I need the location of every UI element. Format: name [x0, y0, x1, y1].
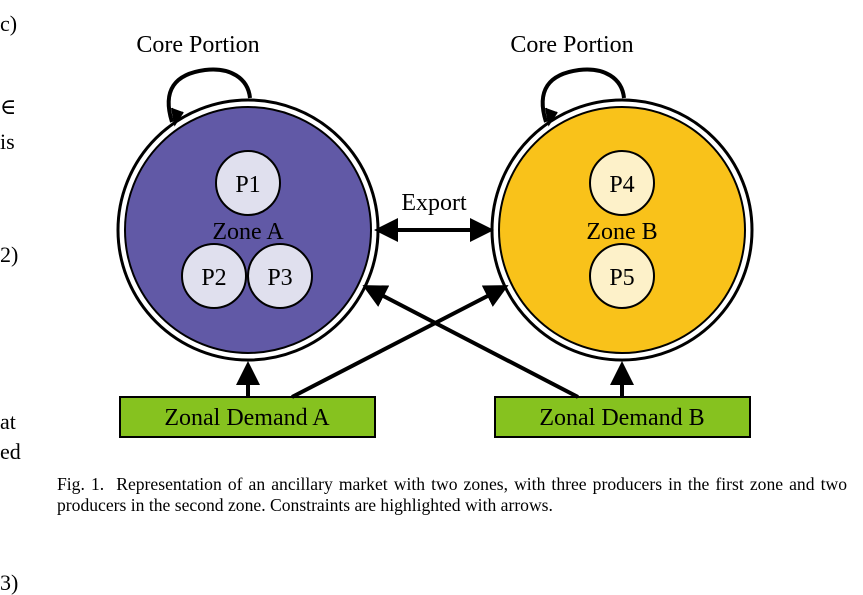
core-loop-a [166, 67, 252, 123]
margin-fragment-5: at [0, 409, 16, 434]
margin-fragment-6: ed [0, 439, 21, 464]
zonal-demand-b-label: Zonal Demand B [539, 405, 704, 431]
market-diagram: Core Portion Core Portion P1 Zone A P2 P… [116, 32, 754, 438]
producer-p5-label: P5 [609, 265, 634, 291]
caption-text: Representation of an ancillary market wi… [57, 474, 847, 515]
figure-label: Fig. 1. [57, 474, 105, 494]
producer-p5: P5 [589, 243, 655, 309]
margin-fragment-2: ∈ [0, 94, 17, 119]
producer-p2: P2 [181, 243, 247, 309]
export-label: Export [401, 190, 467, 216]
zone-b-body [498, 106, 746, 354]
zone-a-name: Zone A [212, 219, 284, 245]
demand-a-to-zone-b-arrow [291, 285, 509, 399]
producer-p3: P3 [247, 243, 313, 309]
core-loop-b [540, 67, 626, 123]
margin-fragment-7: 3) [0, 570, 19, 595]
core-loop-b-arrowhead [545, 107, 558, 127]
zonal-demand-a: Zonal Demand A [119, 396, 376, 438]
zonal-demand-b: Zonal Demand B [494, 396, 751, 438]
margin-fragment-1: c) [0, 11, 18, 36]
zone-b-name: Zone B [586, 219, 657, 245]
core-loop-a-arrowhead [171, 107, 184, 127]
producer-p1-label: P1 [235, 172, 260, 198]
producer-p2-label: P2 [201, 265, 226, 291]
core-label-a: Core Portion [136, 32, 259, 58]
demand-b-to-zone-a-arrow [362, 285, 579, 399]
producer-p1: P1 [215, 150, 281, 216]
margin-fragment-4: 2) [0, 242, 19, 267]
zone-b [490, 98, 754, 362]
core-label-b: Core Portion [510, 32, 633, 58]
figure-caption: Fig. 1. Representation of an ancillary m… [57, 474, 847, 516]
producer-p3-label: P3 [267, 265, 292, 291]
zonal-demand-a-label: Zonal Demand A [164, 405, 330, 431]
margin-fragment-3: is [0, 129, 15, 154]
zone-a [116, 98, 380, 362]
producer-p4: P4 [589, 150, 655, 216]
producer-p4-label: P4 [609, 172, 634, 198]
